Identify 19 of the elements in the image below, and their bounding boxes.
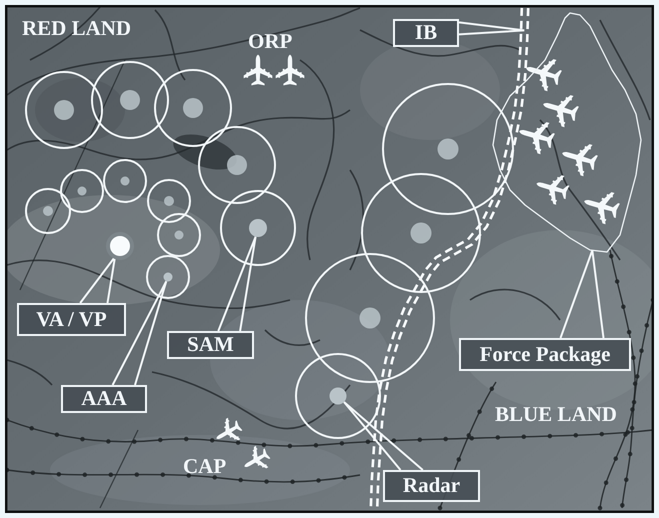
leader-line bbox=[217, 236, 257, 332]
callout-box: SAM bbox=[167, 331, 254, 359]
dot-icon bbox=[249, 219, 267, 237]
leader-line bbox=[112, 280, 168, 386]
formation-outline bbox=[492, 12, 642, 253]
dot-icon bbox=[106, 232, 134, 260]
leader-line bbox=[458, 21, 526, 36]
region-label: BLUE LAND bbox=[495, 404, 617, 425]
leader-line bbox=[79, 256, 116, 304]
leader-line bbox=[343, 401, 424, 471]
callout-box: VA / VP bbox=[17, 303, 126, 336]
leader-line bbox=[560, 249, 604, 339]
map-label: CAP bbox=[183, 456, 226, 477]
map-label: ORP bbox=[248, 31, 292, 52]
dot-icon bbox=[330, 388, 346, 404]
region-label: RED LAND bbox=[22, 18, 132, 39]
dot-icon bbox=[164, 272, 172, 282]
callout-box: Force Package bbox=[459, 338, 631, 371]
callout-box: AAA bbox=[61, 385, 147, 413]
